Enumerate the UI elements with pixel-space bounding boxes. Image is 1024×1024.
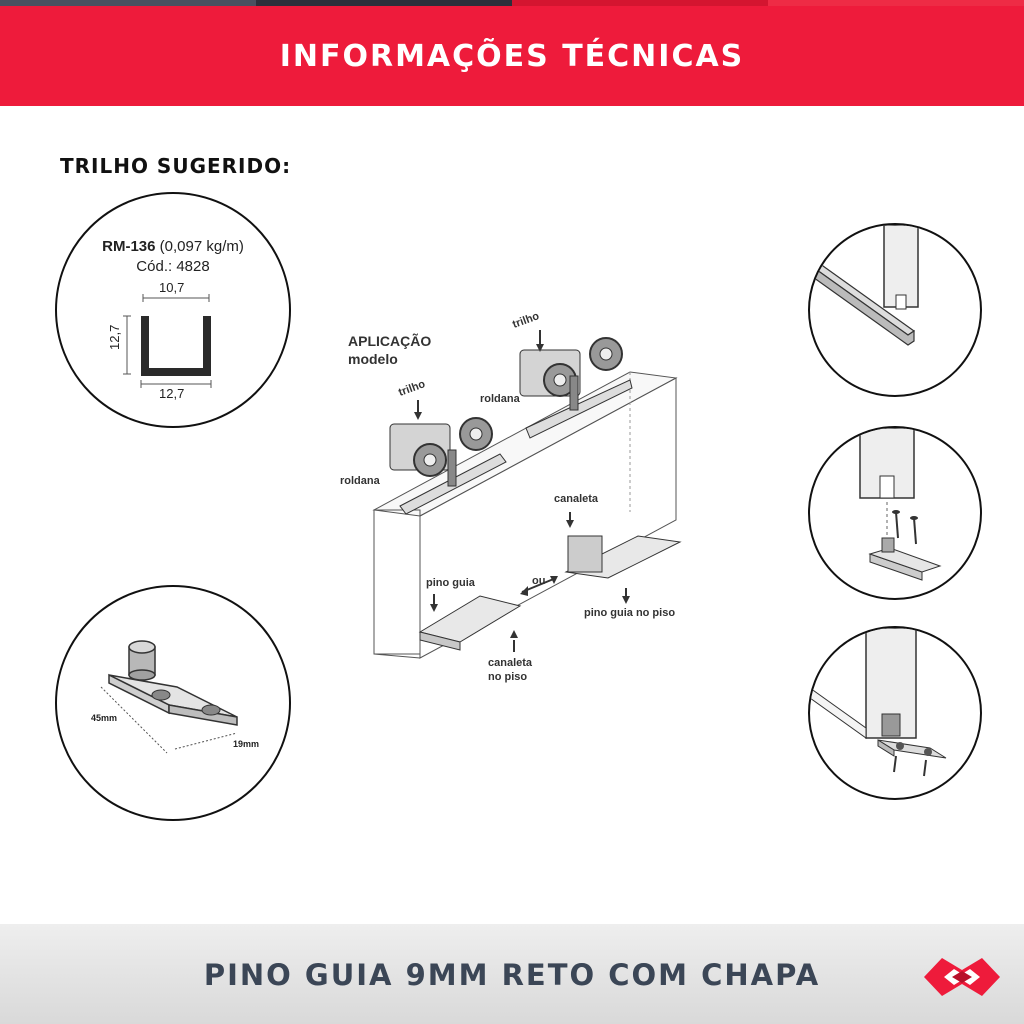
rail-cod: Cód.: 4828 <box>136 258 210 275</box>
header-banner: INFORMAÇÕES TÉCNICAS <box>0 6 1024 106</box>
label-roldana-left: roldana <box>340 475 381 487</box>
plate-width: 19mm <box>233 739 260 749</box>
pin-screws-icon <box>859 428 942 581</box>
door-rail-circle <box>808 223 982 397</box>
rail-code-line: RM-136 (0,097 kg/m) <box>57 238 289 255</box>
label-roldana-right: roldana <box>480 393 521 405</box>
product-title: PINO GUIA 9MM RETO COM CHAPA <box>203 958 821 992</box>
application-diagram: APLICAÇÃO modelo trilho trilho roldana r… <box>340 310 682 683</box>
rail-weight: (0,097 kg/m) <box>159 238 244 255</box>
plate-circle: 45mm 19mm <box>55 585 291 821</box>
rail-code: RM-136 <box>102 238 156 255</box>
brand-logo-icon <box>924 958 1000 996</box>
plate-length: 45mm <box>91 713 118 723</box>
application-subtitle: modelo <box>348 351 398 367</box>
pin-installed-icon <box>810 628 947 777</box>
pin-installed-circle <box>808 626 982 800</box>
section-title: TRILHO SUGERIDO: <box>60 154 292 178</box>
label-trilho-left: trilho <box>397 378 427 399</box>
label-canaleta-no-piso-1: canaleta <box>488 657 533 669</box>
strip-segment <box>0 0 256 6</box>
dim-top: 10,7 <box>159 280 185 295</box>
pin-screws-circle <box>808 426 982 600</box>
application-title: APLICAÇÃO <box>348 332 431 349</box>
dim-bottom: 12,7 <box>159 386 185 401</box>
strip-segment <box>256 0 512 6</box>
label-pino-guia: pino guia <box>426 577 476 589</box>
label-ou: ou <box>532 575 545 587</box>
door-rail-icon <box>810 225 919 346</box>
label-canaleta-no-piso-2: no piso <box>488 671 527 683</box>
guide-pin-plate-icon <box>100 640 238 754</box>
label-pino-guia-no-piso: pino guia no piso <box>584 607 675 619</box>
strip-segment <box>768 0 1024 6</box>
rail-profile-icon <box>123 294 212 388</box>
strip-segment <box>512 0 768 6</box>
label-canaleta: canaleta <box>554 493 599 505</box>
top-color-strip <box>0 0 1024 6</box>
rail-profile-circle: RM-136 (0,097 kg/m) Cód.: 4828 10,7 12,7… <box>55 192 291 428</box>
footer-bar: PINO GUIA 9MM RETO COM CHAPA <box>0 924 1024 1024</box>
label-trilho-right: trilho <box>511 310 541 331</box>
header-title: INFORMAÇÕES TÉCNICAS <box>279 38 745 74</box>
